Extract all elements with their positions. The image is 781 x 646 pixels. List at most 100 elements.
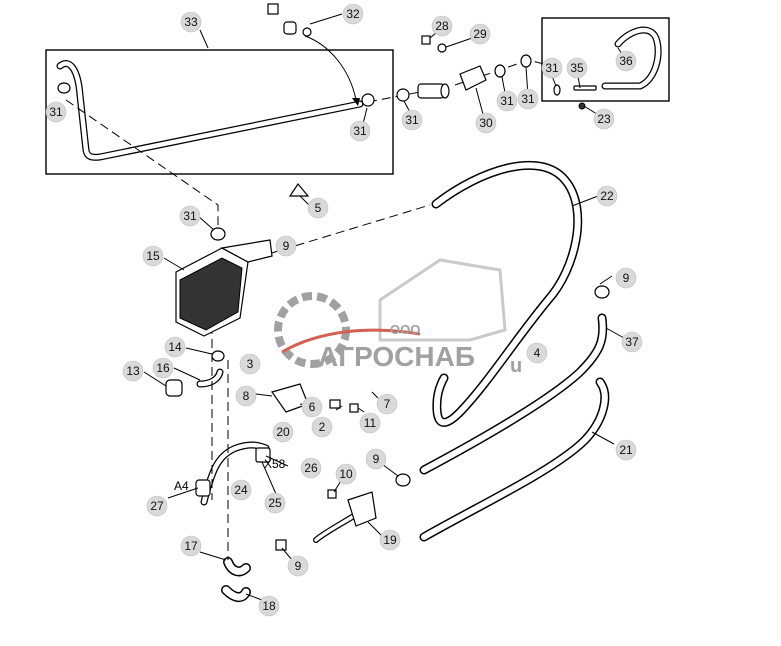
callout-circle xyxy=(596,185,618,207)
callout-11: 11 xyxy=(359,412,381,434)
callout-number: 31 xyxy=(49,105,63,119)
callout-circle xyxy=(311,416,333,438)
callout-circle xyxy=(359,412,381,434)
callout-23: 23 xyxy=(593,108,615,130)
callout-9: 9 xyxy=(287,555,309,577)
watermark-brand: АГРОСНАБ xyxy=(318,341,475,372)
hose-24 xyxy=(200,441,270,506)
callout-number: 37 xyxy=(625,335,639,349)
callout-number: 26 xyxy=(304,461,318,475)
callout-number: 31 xyxy=(183,209,197,223)
callout-number: 33 xyxy=(184,15,198,29)
callout-number: 32 xyxy=(346,7,360,21)
callout-number: 8 xyxy=(243,389,250,403)
callout-circle xyxy=(615,267,637,289)
leader-lines xyxy=(143,13,627,601)
callout-number: 18 xyxy=(262,599,276,613)
callout-circle xyxy=(541,57,563,79)
callout-circle xyxy=(230,479,252,501)
callout-number: 24 xyxy=(234,483,248,497)
callout-circle xyxy=(287,555,309,577)
callout-number: 10 xyxy=(339,467,353,481)
callout-number: 3 xyxy=(247,357,254,371)
callout-31: 31 xyxy=(179,205,201,227)
callout-number: 20 xyxy=(276,425,290,439)
callout-circle xyxy=(180,11,202,33)
callout-22: 22 xyxy=(596,185,618,207)
callout-circle xyxy=(401,109,423,131)
callout-circle xyxy=(335,463,357,485)
callout-circle xyxy=(307,197,329,219)
callout-circle xyxy=(164,336,186,358)
callout-2: 2 xyxy=(311,416,333,438)
callout-number: 13 xyxy=(126,364,140,378)
callout-number: 30 xyxy=(479,116,493,130)
callout-27: 27 xyxy=(146,495,168,517)
callout-35: 35 xyxy=(566,57,588,79)
callout-number: 2 xyxy=(319,420,326,434)
callout-7: 7 xyxy=(376,393,398,415)
callout-number: 14 xyxy=(168,340,182,354)
watermark-combine-icon xyxy=(378,258,507,342)
callout-circle xyxy=(349,120,371,142)
callout-circle xyxy=(300,457,322,479)
callout-circle xyxy=(379,529,401,551)
callout-37: 37 xyxy=(621,331,643,353)
callout-circle xyxy=(342,3,364,25)
callout-circle xyxy=(615,50,637,72)
callout-circle xyxy=(45,101,67,123)
callout-circle xyxy=(152,357,174,379)
callout-29: 29 xyxy=(469,23,491,45)
callout-18: 18 xyxy=(258,595,280,617)
hose-22 xyxy=(431,160,583,427)
callout-30: 30 xyxy=(475,112,497,134)
callout-circle xyxy=(517,88,539,110)
callout-31: 31 xyxy=(517,88,539,110)
hose-18 xyxy=(221,585,251,602)
callout-number: 17 xyxy=(184,539,198,553)
parts xyxy=(57,3,610,551)
callout-circle xyxy=(615,439,637,461)
callout-circle xyxy=(301,396,323,418)
callout-circle xyxy=(621,331,643,353)
callout-circle xyxy=(239,353,261,375)
callout-6: 6 xyxy=(301,396,323,418)
hose-16 xyxy=(196,368,224,388)
callout-number: 31 xyxy=(405,113,419,127)
callout-9: 9 xyxy=(365,448,387,470)
callout-circle xyxy=(264,492,286,514)
callout-number: 9 xyxy=(373,452,380,466)
callout-25: 25 xyxy=(264,492,286,514)
callout-number: 5 xyxy=(315,201,322,215)
callout-circle xyxy=(235,385,257,407)
callout-number: 35 xyxy=(570,61,584,75)
callout-number: 25 xyxy=(268,496,282,510)
callout-24: 24 xyxy=(230,479,252,501)
hose-33 xyxy=(56,60,364,161)
callout-number: 15 xyxy=(146,249,160,263)
watermark-gear-icon xyxy=(274,292,350,368)
watermark-prefix: ООО xyxy=(390,322,420,337)
callout-circle xyxy=(180,535,202,557)
connector-label-a4: A4 xyxy=(174,479,189,493)
callout-number: 7 xyxy=(384,397,391,411)
callout-21: 21 xyxy=(615,439,637,461)
hose-17 xyxy=(223,557,251,577)
callout-20: 20 xyxy=(272,421,294,443)
callout-number: 22 xyxy=(600,189,614,203)
callout-32: 32 xyxy=(342,3,364,25)
callout-number: 19 xyxy=(383,533,397,547)
watermark: ООО АГРОСНАБ u xyxy=(274,258,522,377)
callout-number: 27 xyxy=(150,499,164,513)
callout-number: 9 xyxy=(283,239,290,253)
callout-28: 28 xyxy=(431,15,453,37)
callout-number: 21 xyxy=(619,443,633,457)
callout-circle xyxy=(179,205,201,227)
hose-36 xyxy=(601,26,662,90)
callout-number: 31 xyxy=(545,61,559,75)
callout-circle xyxy=(275,235,297,257)
callout-26: 26 xyxy=(300,457,322,479)
callout-circle xyxy=(593,108,615,130)
callout-5: 5 xyxy=(307,197,329,219)
